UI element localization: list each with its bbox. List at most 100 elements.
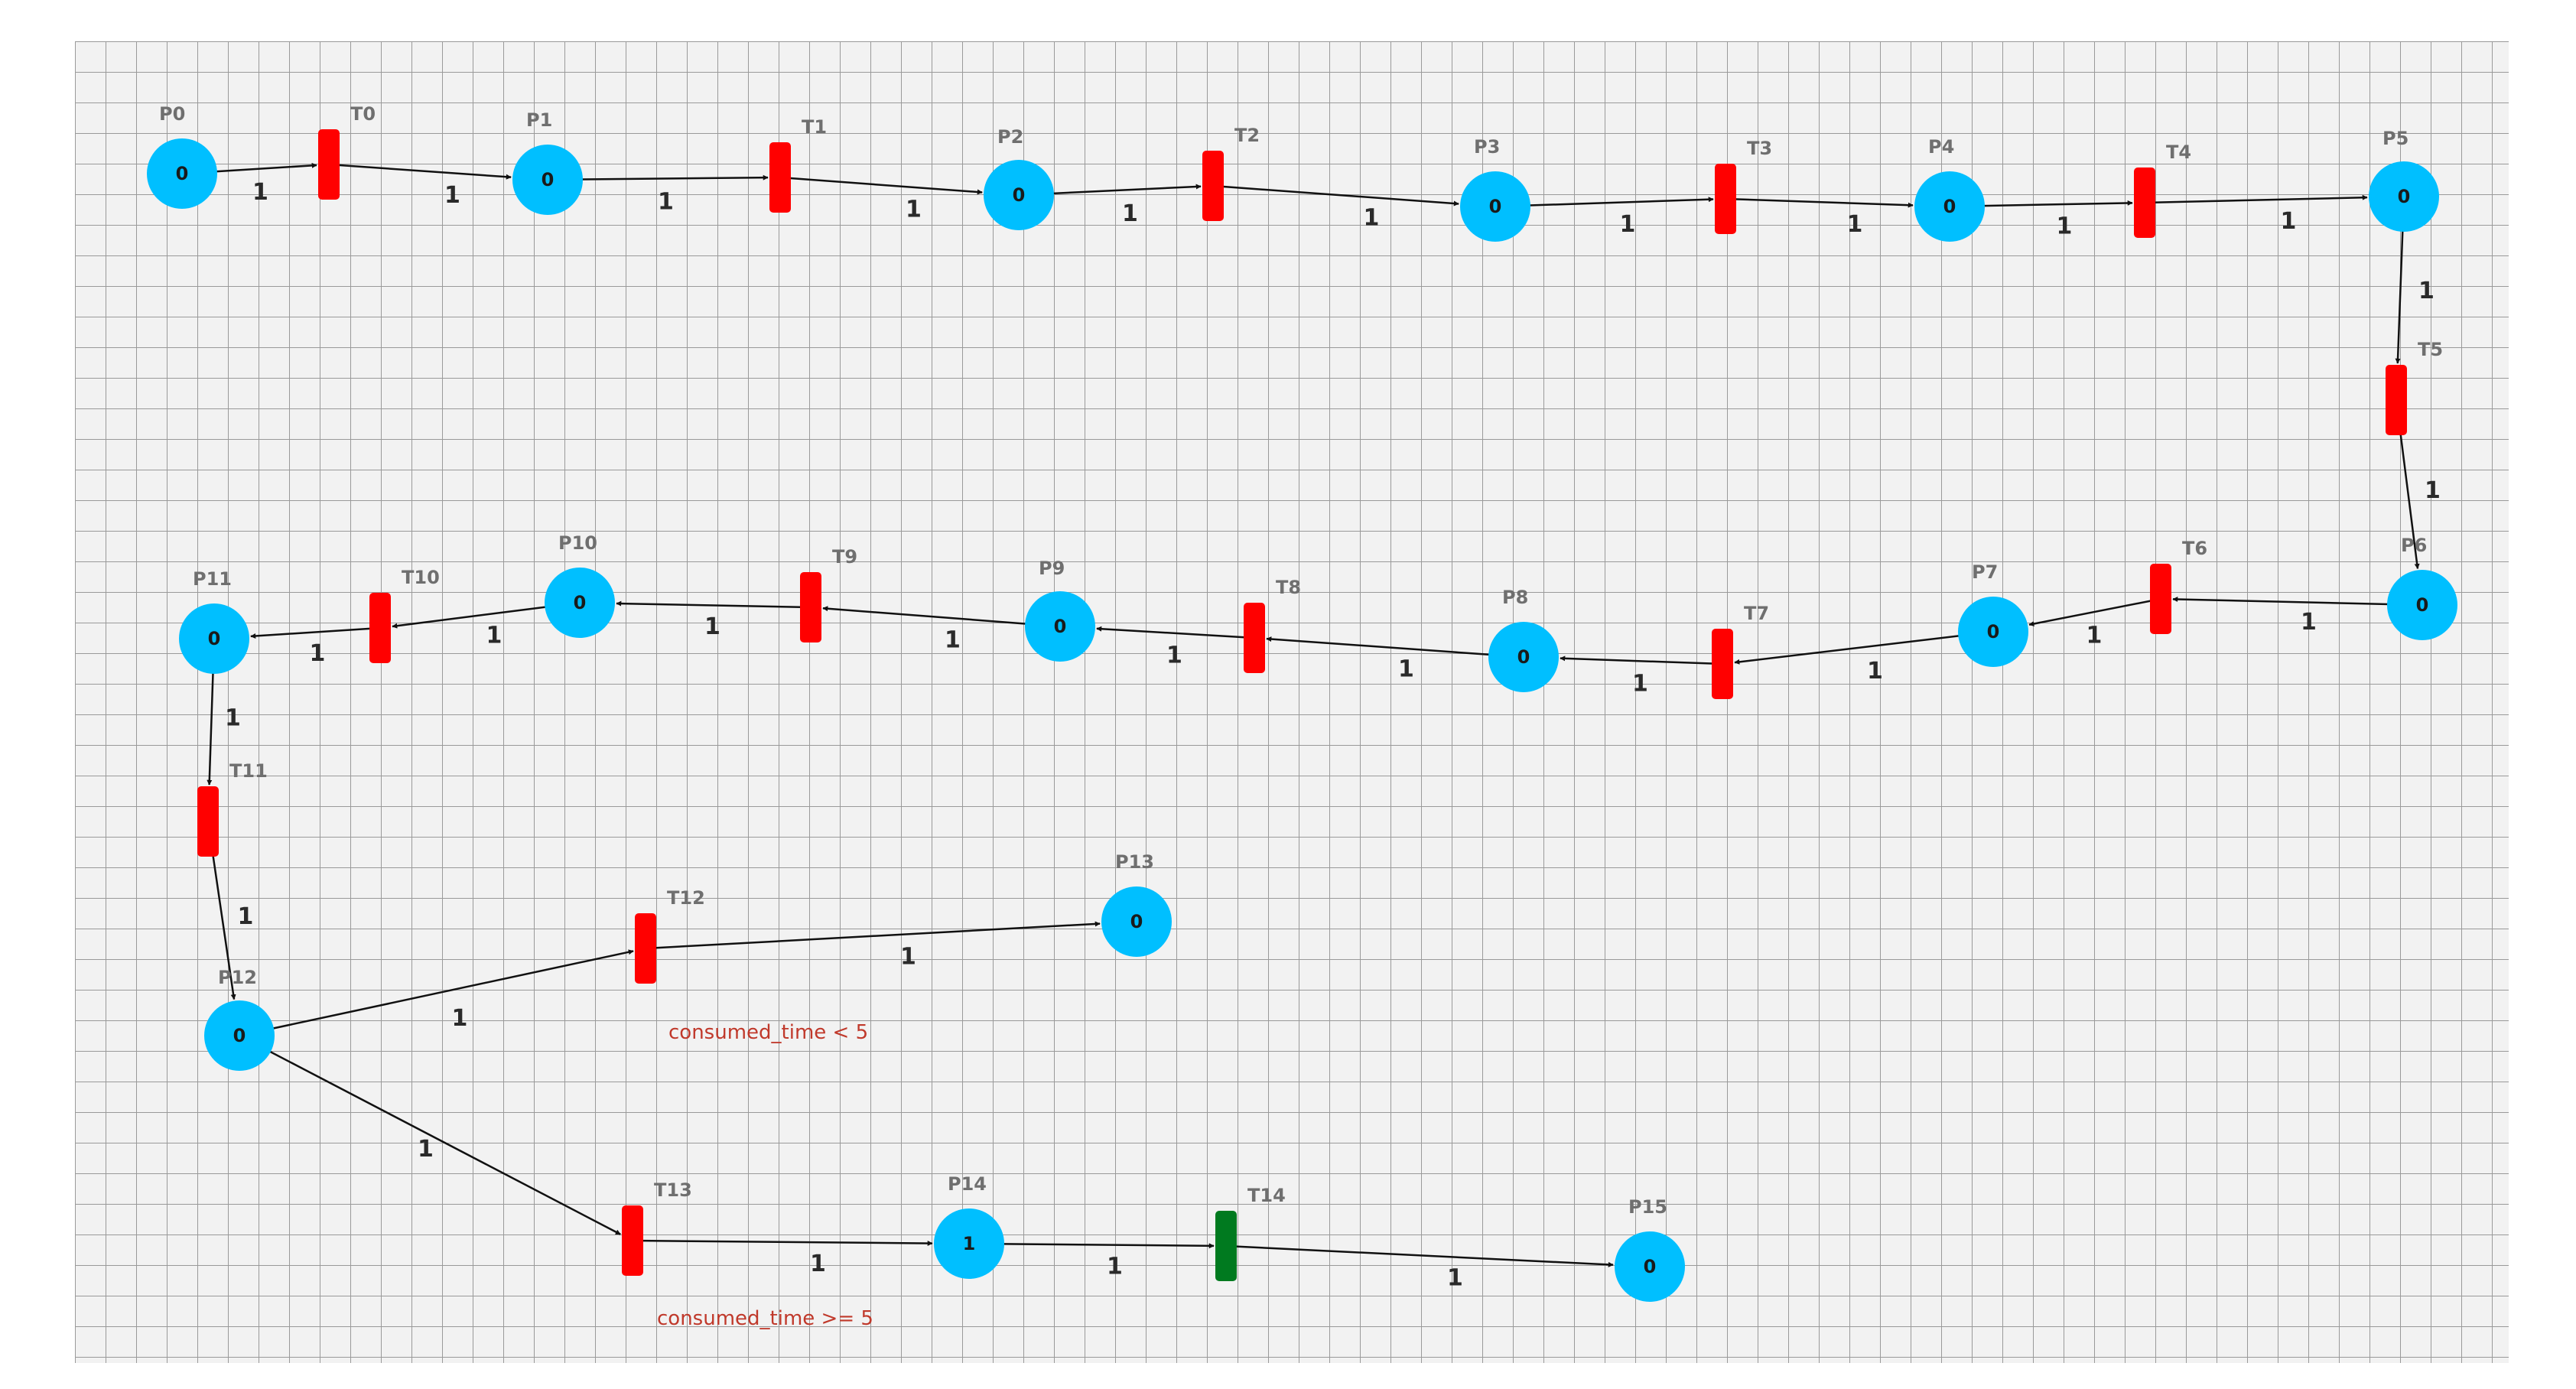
transition-t3[interactable]: T3 [1715,138,1772,234]
arc-t13-p14[interactable] [632,1239,933,1247]
place-p4[interactable]: 0P4 [1914,136,1985,242]
transition-bar[interactable] [1215,1211,1237,1281]
arc-weight-label: 1 [2418,278,2435,304]
transition-t14[interactable]: T14 [1215,1185,1286,1281]
transition-t2[interactable]: T2 [1202,125,1260,221]
arc-p9-t9[interactable] [822,606,1061,628]
arc-p12-t12[interactable] [239,949,634,1037]
transition-bar[interactable] [635,913,656,984]
token-count: 0 [233,1025,246,1046]
transition-bar[interactable] [2386,365,2407,435]
token-count: 0 [1130,911,1143,932]
place-circle[interactable] [1460,171,1530,242]
transition-bar[interactable] [800,572,821,642]
place-circle[interactable] [2369,161,2439,232]
place-p6[interactable]: 0P6 [2387,535,2457,640]
place-circle[interactable] [934,1208,1004,1279]
transition-bar[interactable] [197,786,219,857]
arc-t6-p7[interactable] [2028,597,2161,626]
arc-p7-t7[interactable] [1734,630,1994,665]
arc-weight-label: 1 [418,1136,434,1163]
place-p7[interactable]: 0P7 [1958,561,2028,667]
arc-p6-t6[interactable] [2172,597,2423,607]
arc-p3-t3[interactable] [1495,197,1714,208]
transition-t6[interactable]: T6 [2150,538,2207,634]
place-circle[interactable] [1914,171,1985,242]
arc-t7-p8[interactable] [1560,655,1723,665]
transition-label: T0 [350,103,376,125]
transition-t9[interactable]: T9 [800,546,857,642]
arc-weight-label: 1 [2301,609,2317,636]
place-circle[interactable] [1101,886,1172,957]
transition-bar[interactable] [622,1205,643,1276]
place-p9[interactable]: 0P9 [1025,558,1095,662]
transition-bar[interactable] [2134,168,2155,238]
arc-t2-p3[interactable] [1212,184,1459,207]
place-circle[interactable] [984,160,1054,230]
arc-p8-t8[interactable] [1266,636,1524,659]
place-circle[interactable] [204,1000,275,1071]
place-circle[interactable] [545,568,615,638]
arc-t10-p11[interactable] [250,626,381,639]
arc-t1-p2[interactable] [779,176,983,195]
transition-t8[interactable]: T8 [1244,577,1301,673]
arc-weight-label: 1 [2425,477,2441,504]
transition-bar[interactable] [1244,603,1265,673]
transition-bar[interactable] [1715,164,1736,234]
transition-bar[interactable] [2150,564,2171,634]
arc-t8-p9[interactable] [1096,626,1255,639]
place-circle[interactable] [512,145,583,215]
token-count: 0 [1013,184,1026,206]
arc-t14-p15[interactable] [1225,1244,1614,1267]
transition-t1[interactable]: T1 [769,116,827,213]
place-circle[interactable] [1958,597,2028,667]
place-circle[interactable] [179,603,249,674]
transition-bar[interactable] [369,593,391,663]
place-p8[interactable]: 0P8 [1488,587,1559,692]
place-circle[interactable] [147,138,217,209]
transition-bar[interactable] [318,129,340,200]
transition-bar[interactable] [769,142,791,213]
arc-p1-t1[interactable] [547,174,769,181]
place-circle[interactable] [1488,622,1559,692]
place-p3[interactable]: 0P3 [1460,136,1530,242]
place-p0[interactable]: 0P0 [147,103,217,209]
arc-t9-p10[interactable] [616,600,812,609]
transition-t0[interactable]: T0 [318,103,376,200]
arc-p14-t14[interactable] [968,1242,1215,1249]
arc-t0-p1[interactable] [328,163,512,180]
place-label: P1 [526,109,552,131]
place-circle[interactable] [1025,591,1095,662]
transition-t4[interactable]: T4 [2134,142,2191,238]
transition-bar[interactable] [1202,151,1224,221]
arc-p12-t13[interactable] [239,1034,621,1235]
transition-t11[interactable]: T11 [197,760,268,857]
arc-weight-label: 1 [1166,642,1182,669]
arc-t3-p4[interactable] [1725,197,1914,208]
transition-t7[interactable]: T7 [1712,603,1769,699]
transition-t5[interactable]: T5 [2386,339,2443,435]
place-p2[interactable]: 0 P2 [984,126,1054,230]
transition-bar[interactable] [1712,629,1733,699]
token-count: 0 [1987,621,2000,642]
arc-t4-p5[interactable] [2144,194,2368,204]
token-count: 0 [1644,1256,1657,1277]
place-p5[interactable]: 0P5 [2369,128,2439,232]
arc-t12-p13[interactable] [645,921,1101,950]
transition-label: T1 [802,116,827,138]
place-p1[interactable]: 0P1 [512,109,583,215]
transition-t10[interactable]: T10 [369,567,440,663]
place-circle[interactable] [1615,1231,1685,1302]
place-label: P2 [997,126,1023,148]
place-circle[interactable] [2387,570,2457,640]
